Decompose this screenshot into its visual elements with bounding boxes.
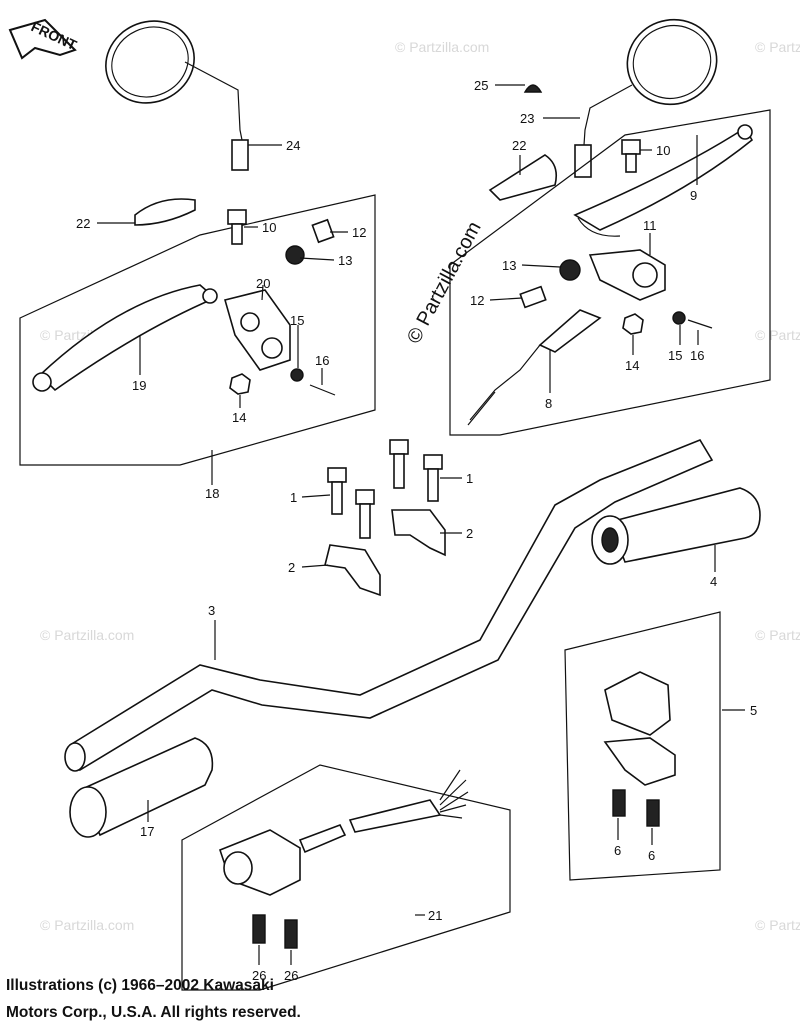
- watermark-text: © Partzilla.com: [40, 627, 134, 643]
- watermark-text: © Partzilla.com: [755, 39, 800, 55]
- left-handlebar-grip: [69, 737, 214, 838]
- watermark-text: © Partzilla.com: [395, 39, 489, 55]
- callout-5: 5: [750, 703, 757, 718]
- small-hardware: [227, 139, 713, 396]
- callout-13: 13: [502, 258, 516, 273]
- right-lever-assembly-box: [449, 109, 771, 436]
- callout-12: 12: [352, 225, 366, 240]
- left-handlebar-switch: [219, 769, 469, 949]
- callout-10: 10: [262, 220, 276, 235]
- left-lever-assembly-box: [19, 194, 376, 466]
- right-lever-holder: [588, 249, 666, 301]
- callout-26: 26: [252, 968, 266, 983]
- right-brake-lever: [573, 124, 754, 237]
- handlebar: [64, 439, 714, 772]
- callout-22: 22: [512, 138, 526, 153]
- callout-23: 23: [520, 111, 534, 126]
- callout-17: 17: [140, 824, 154, 839]
- callout-13: 13: [338, 253, 352, 268]
- right-throttle-grip: [591, 487, 761, 565]
- callout-1: 1: [466, 471, 473, 486]
- left-clutch-lever: [32, 284, 218, 392]
- watermark-text: © Partzilla.com: [755, 327, 800, 343]
- clamp-bolts: [327, 439, 443, 539]
- right-lever-guard: [488, 154, 558, 201]
- copyright-line-1: Illustrations (c) 1966–2002 Kawasaki: [6, 977, 274, 994]
- callout-2: 2: [466, 526, 473, 541]
- mirror-cap: [523, 84, 543, 93]
- callout-3: 3: [208, 603, 215, 618]
- callout-19: 19: [132, 378, 146, 393]
- right-handlebar-switch: [603, 671, 676, 827]
- watermark-text: © Partzilla.com: [403, 218, 486, 347]
- callout-21: 21: [428, 908, 442, 923]
- left-lever-guard: [134, 198, 196, 226]
- callout-18: 18: [205, 486, 219, 501]
- copyright-footer: Illustrations (c) 1966–2002 Kawasaki Mot…: [6, 972, 566, 1026]
- front-arrow: FRONT: [8, 18, 80, 60]
- callout-14: 14: [625, 358, 639, 373]
- callout-6: 6: [648, 848, 655, 863]
- watermark-text: © Partzilla.com: [755, 917, 800, 933]
- left-lever-holder: [224, 289, 291, 371]
- callout-10: 10: [656, 143, 670, 158]
- brake-light-switch: [467, 309, 602, 426]
- copyright-line-2: Motors Corp., U.S.A. All rights reserved…: [6, 1004, 301, 1021]
- callout-2: 2: [288, 560, 295, 575]
- leader-lines: [97, 84, 745, 965]
- callout-labels: 24 25 23 22 22 10 12 13 20 15 16 19 14 1…: [76, 78, 757, 983]
- watermark-text: © Partzilla.com: [755, 627, 800, 643]
- callout-24: 24: [286, 138, 300, 153]
- left-mirror: [105, 20, 249, 171]
- callout-16: 16: [690, 348, 704, 363]
- callout-9: 9: [690, 188, 697, 203]
- right-switch-box: [564, 611, 721, 881]
- callout-4: 4: [710, 574, 717, 589]
- watermark-text: © Partzilla.com: [40, 917, 134, 933]
- callout-1: 1: [290, 490, 297, 505]
- callout-8: 8: [545, 396, 552, 411]
- callout-22: 22: [76, 216, 90, 231]
- callout-15: 15: [290, 313, 304, 328]
- left-switch-box: [181, 764, 511, 991]
- callout-16: 16: [315, 353, 329, 368]
- callout-12: 12: [470, 293, 484, 308]
- callout-26: 26: [284, 968, 298, 983]
- callout-20: 20: [256, 276, 270, 291]
- callout-15: 15: [668, 348, 682, 363]
- callout-14: 14: [232, 410, 246, 425]
- callout-11: 11: [643, 218, 657, 233]
- callout-6: 6: [614, 843, 621, 858]
- handlebar-clamps: [324, 509, 446, 597]
- callout-25: 25: [474, 78, 488, 93]
